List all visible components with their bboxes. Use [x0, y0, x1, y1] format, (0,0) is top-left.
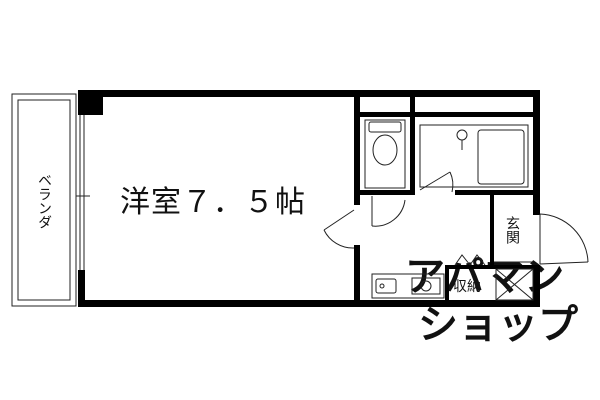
balcony-label: ベランダ [36, 173, 52, 229]
storage-doors [454, 254, 486, 266]
entrance-door [539, 213, 589, 265]
bath-door [419, 171, 454, 193]
entrance-label: 玄関 [504, 215, 520, 245]
interior-walls [354, 97, 533, 300]
main-room-label: 洋室７．５帖 [120, 185, 306, 220]
balcony-window [76, 112, 90, 270]
kitchen-counter [371, 273, 445, 299]
shoe-box [495, 268, 534, 301]
balcony [11, 93, 77, 307]
toilet-door [371, 196, 406, 227]
svg-text:ショップ: ショップ [418, 302, 578, 348]
outer-walls [78, 90, 540, 307]
column [78, 90, 103, 115]
storage-label: 収納 [453, 279, 481, 295]
toilet [364, 119, 406, 189]
room-door [323, 209, 355, 249]
bath-unit [419, 124, 529, 188]
